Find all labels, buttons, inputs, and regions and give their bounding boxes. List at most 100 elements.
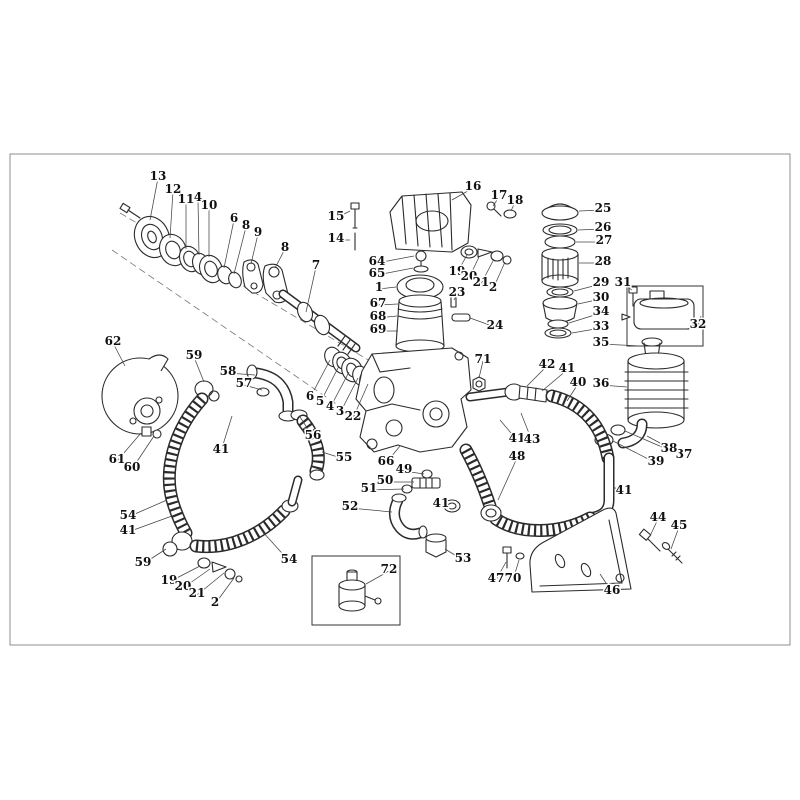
- center-axis-lines: [111, 212, 393, 413]
- leader-line: [368, 488, 405, 491]
- part-number-label: 38: [661, 441, 678, 455]
- leader-line: [495, 561, 507, 581]
- leader-line: [169, 190, 174, 239]
- part-number-label: 43: [524, 432, 541, 446]
- part-number-label: 33: [593, 319, 610, 333]
- part-number-label: 10: [201, 198, 218, 212]
- leader-line: [220, 415, 233, 452]
- part-number-label: 68: [370, 309, 387, 323]
- leader-line: [526, 365, 548, 387]
- leader-line: [451, 187, 474, 201]
- part-number-label: 27: [596, 233, 613, 247]
- right-hose-circuit: [459, 383, 615, 537]
- part-number-label: 3: [336, 404, 344, 418]
- part-number-label: 59: [135, 555, 152, 569]
- leader-line: [214, 577, 235, 605]
- leader-line: [492, 261, 506, 290]
- leader-line: [305, 266, 317, 313]
- elbow-37: [617, 418, 648, 449]
- part-number-label: 69: [370, 322, 387, 336]
- part-number-label: 60: [124, 460, 141, 474]
- leader-line: [335, 210, 351, 219]
- part-number-label: 54: [281, 552, 298, 566]
- leader-line: [243, 384, 263, 391]
- filter-body-inset-32: [621, 285, 704, 347]
- part-number-label: 15: [328, 209, 345, 223]
- part-number-label: 41: [559, 361, 576, 375]
- bolts-44-45: [638, 528, 683, 564]
- leader-line: [365, 570, 390, 585]
- leader-line: [541, 369, 568, 392]
- leader-line: [299, 416, 314, 438]
- part-number-label: 39: [648, 454, 665, 468]
- leader-line: [571, 327, 602, 334]
- part-number-label: 41: [213, 442, 230, 456]
- part-number-label: 6: [306, 389, 314, 403]
- part-number-label: 6: [230, 211, 238, 225]
- leader-line: [499, 419, 518, 441]
- leader-line: [520, 412, 533, 442]
- part-number-label: 41: [433, 496, 450, 510]
- part-number-label: 18: [507, 193, 524, 207]
- leader-line: [274, 248, 286, 269]
- leader-line: [376, 255, 415, 264]
- leader-line: [512, 559, 520, 581]
- part-number-label: 11: [178, 192, 195, 206]
- leader-line: [193, 356, 205, 383]
- part-number-label: 23: [449, 285, 466, 299]
- part-number-label: 8: [242, 218, 250, 232]
- part-number-label: 54: [120, 508, 137, 522]
- part-number-label: 26: [595, 220, 612, 234]
- part-number-label: 61: [109, 452, 126, 466]
- leader-line: [321, 451, 345, 460]
- part-number-label: 2: [489, 280, 497, 294]
- leader-line: [478, 360, 484, 379]
- leader-line: [612, 440, 657, 464]
- leader-line: [131, 435, 155, 470]
- leader-line: [309, 359, 331, 399]
- part-number-label: 24: [487, 318, 504, 332]
- leader-line: [497, 457, 518, 501]
- leader-line: [624, 430, 670, 451]
- part-number-label: 47: [488, 571, 505, 585]
- part-number-label: 57: [236, 376, 253, 390]
- part-number-label: 4: [326, 399, 334, 413]
- part-number-label: 25: [595, 201, 612, 215]
- part-number-label: 20: [461, 269, 478, 283]
- diaphragm-cover-62: [101, 354, 179, 439]
- finned-cylinder-36: [624, 352, 689, 429]
- part-number-label: 50: [377, 473, 394, 487]
- air-filter-stack: [541, 203, 579, 339]
- leader-line: [377, 303, 399, 306]
- leader-line: [573, 283, 602, 292]
- bottom-fittings: [389, 469, 461, 558]
- leader-line: [319, 365, 340, 404]
- part-number-label: 12: [165, 182, 182, 196]
- part-number-label: 71: [475, 352, 492, 366]
- leader-line: [250, 233, 259, 265]
- part-number-label: 44: [650, 510, 667, 524]
- leader-line: [649, 518, 659, 537]
- part-number-label: 56: [305, 428, 322, 442]
- leader-line: [168, 565, 201, 583]
- leader-line: [577, 298, 602, 305]
- part-number-label: 67: [370, 296, 387, 310]
- part-number-label: 70: [505, 571, 522, 585]
- leader-line: [468, 256, 480, 279]
- part-number-label: 22: [345, 409, 362, 423]
- left-hose-circuit: [162, 364, 325, 583]
- part-number-label: 32: [690, 317, 707, 331]
- leader-line: [352, 383, 369, 419]
- leader-line: [456, 254, 468, 274]
- head-cover: [389, 191, 472, 253]
- part-number-label: 72: [381, 562, 398, 576]
- part-number-label: 4: [194, 190, 202, 204]
- leader-line: [566, 383, 579, 402]
- part-number-label: 53: [455, 551, 472, 565]
- leader-line: [480, 258, 495, 285]
- inset-detail-box-72: [311, 555, 401, 626]
- leader-line: [182, 568, 211, 589]
- part-number-label: 37: [676, 447, 693, 461]
